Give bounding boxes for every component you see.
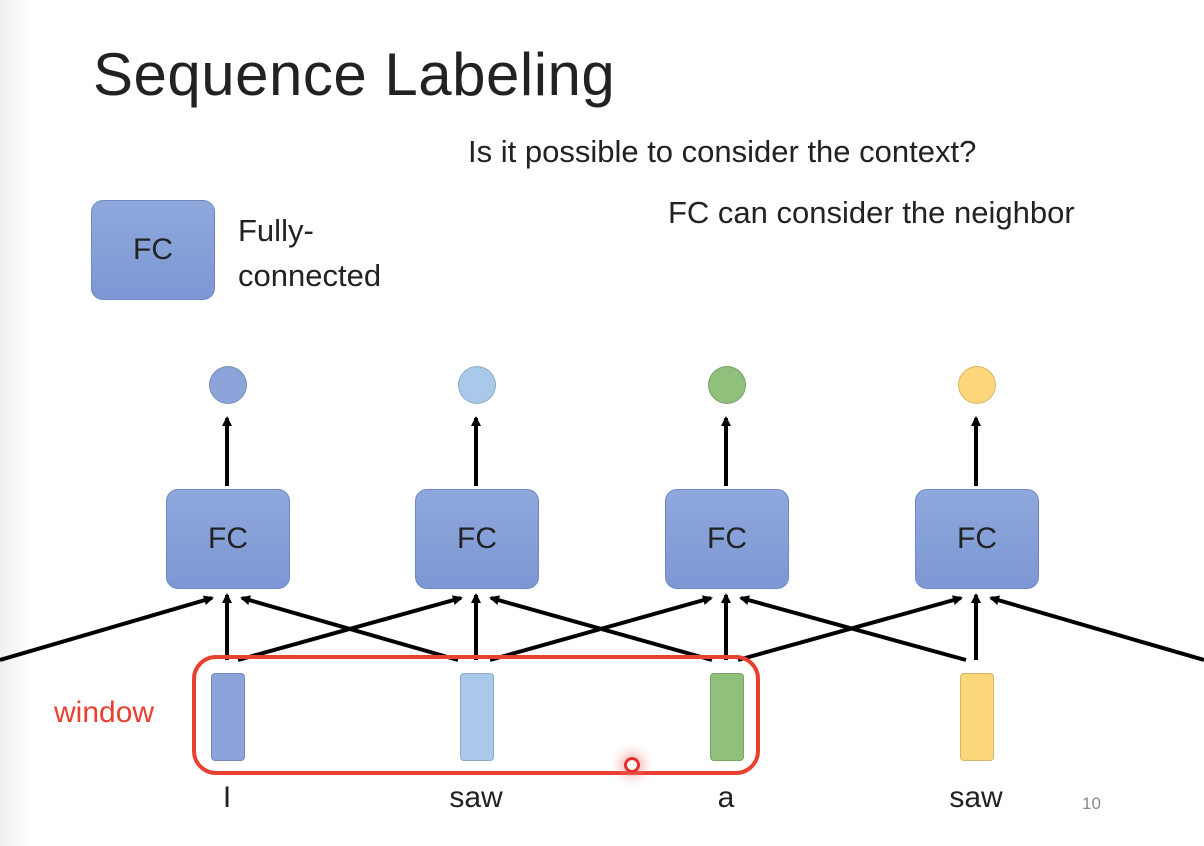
fc-box-1: FC xyxy=(166,489,290,589)
fc-box-4: FC xyxy=(915,489,1039,589)
legend-description-line2: connected xyxy=(238,258,382,293)
fc-label-4: FC xyxy=(957,522,997,555)
input-arrow-right-4 xyxy=(989,595,1204,662)
output-node-1 xyxy=(209,366,247,404)
fc-label-1: FC xyxy=(208,522,248,555)
input-arrow-left-3 xyxy=(489,595,713,662)
input-arrow-left-4 xyxy=(737,595,963,662)
word-4: saw xyxy=(949,781,1003,814)
input-vector-3 xyxy=(710,673,744,761)
input-vector-1 xyxy=(211,673,245,761)
context-question: Is it possible to consider the context? xyxy=(468,134,977,169)
word-3: a xyxy=(717,781,735,814)
fc-neighbor-note: FC can consider the neighbor xyxy=(668,195,1075,230)
fc-box-2: FC xyxy=(415,489,539,589)
legend-fc-label: FC xyxy=(133,233,173,266)
window-label: window xyxy=(54,696,155,729)
word-2: saw xyxy=(449,781,503,814)
fc-box-3: FC xyxy=(665,489,789,589)
slide-left-edge xyxy=(0,0,34,846)
input-arrow-left-2 xyxy=(237,595,463,662)
legend-description-line1: Fully- xyxy=(238,213,314,248)
context-window xyxy=(192,655,760,775)
legend-description: Fully- connected xyxy=(238,208,381,298)
output-node-2 xyxy=(458,366,496,404)
input-vector-4 xyxy=(960,673,994,761)
output-node-4 xyxy=(958,366,996,404)
pointer-cursor xyxy=(624,757,640,773)
page-number: 10 xyxy=(1082,794,1101,813)
legend-fc-box: FC xyxy=(91,200,215,300)
input-vector-2 xyxy=(460,673,494,761)
output-node-3 xyxy=(708,366,746,404)
fc-label-2: FC xyxy=(457,522,497,555)
input-arrow-left-1 xyxy=(0,595,214,662)
fc-label-3: FC xyxy=(707,522,747,555)
slide-title: Sequence Labeling xyxy=(93,41,616,108)
word-1: I xyxy=(222,781,232,814)
